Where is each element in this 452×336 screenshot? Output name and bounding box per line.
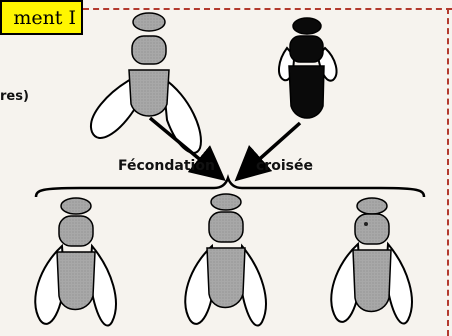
offspring-fly-1 xyxy=(35,198,116,326)
thorax xyxy=(59,216,93,246)
thorax xyxy=(355,214,389,244)
parent-fly-grey xyxy=(91,13,201,153)
thorax xyxy=(132,36,166,64)
offspring-fly-2 xyxy=(185,194,266,326)
left-wing xyxy=(91,78,134,138)
right-wing xyxy=(163,78,201,153)
abdomen xyxy=(353,250,391,312)
head xyxy=(293,18,321,34)
abdomen xyxy=(207,248,245,308)
head xyxy=(211,194,241,210)
abdomen xyxy=(289,66,324,118)
thorax xyxy=(290,36,323,62)
abdomen xyxy=(57,252,95,310)
abdomen xyxy=(129,70,169,116)
thorax-spot xyxy=(364,222,368,226)
head xyxy=(133,13,165,31)
head xyxy=(357,198,387,214)
thorax xyxy=(209,212,243,242)
label-fecondation: Fécondation xyxy=(118,158,215,174)
offspring-fly-3 xyxy=(331,198,412,324)
parent-fly-black xyxy=(279,18,336,118)
head xyxy=(61,198,91,214)
label-croisee: croisée xyxy=(256,158,313,174)
